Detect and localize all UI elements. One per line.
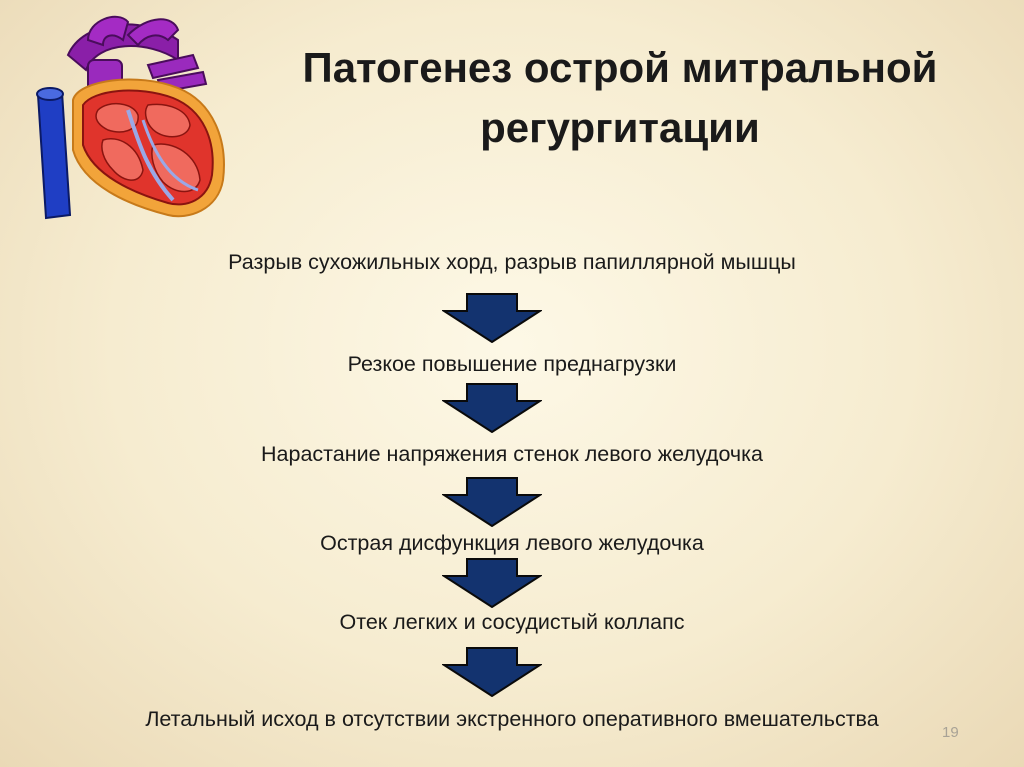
title-line-1: Патогенез острой митральной (302, 44, 938, 91)
down-arrow-icon (442, 477, 542, 527)
down-arrow-icon (442, 293, 542, 343)
flow-step-3: Нарастание напряжения стенок левого желу… (261, 442, 763, 466)
title-line-2: регургитации (480, 104, 760, 151)
flow-step-2: Резкое повышение преднагрузки (347, 352, 677, 376)
down-arrow-icon (442, 383, 542, 433)
flow-step-4: Острая дисфункция левого желудочка (320, 531, 704, 555)
heart-cross-section-icon (36, 15, 225, 220)
flow-step-6: Летальный исход в отсутствии экстренного… (145, 707, 879, 731)
down-arrow-icon (442, 558, 542, 608)
flow-step-5: Отек легких и сосудистый коллапс (339, 610, 685, 634)
page-number: 19 (942, 724, 959, 741)
flow-step-1: Разрыв сухожильных хорд, разрыв папилляр… (228, 250, 796, 274)
down-arrow-icon (442, 647, 542, 697)
page-title: Патогенез острой митральной регургитации (250, 38, 990, 158)
